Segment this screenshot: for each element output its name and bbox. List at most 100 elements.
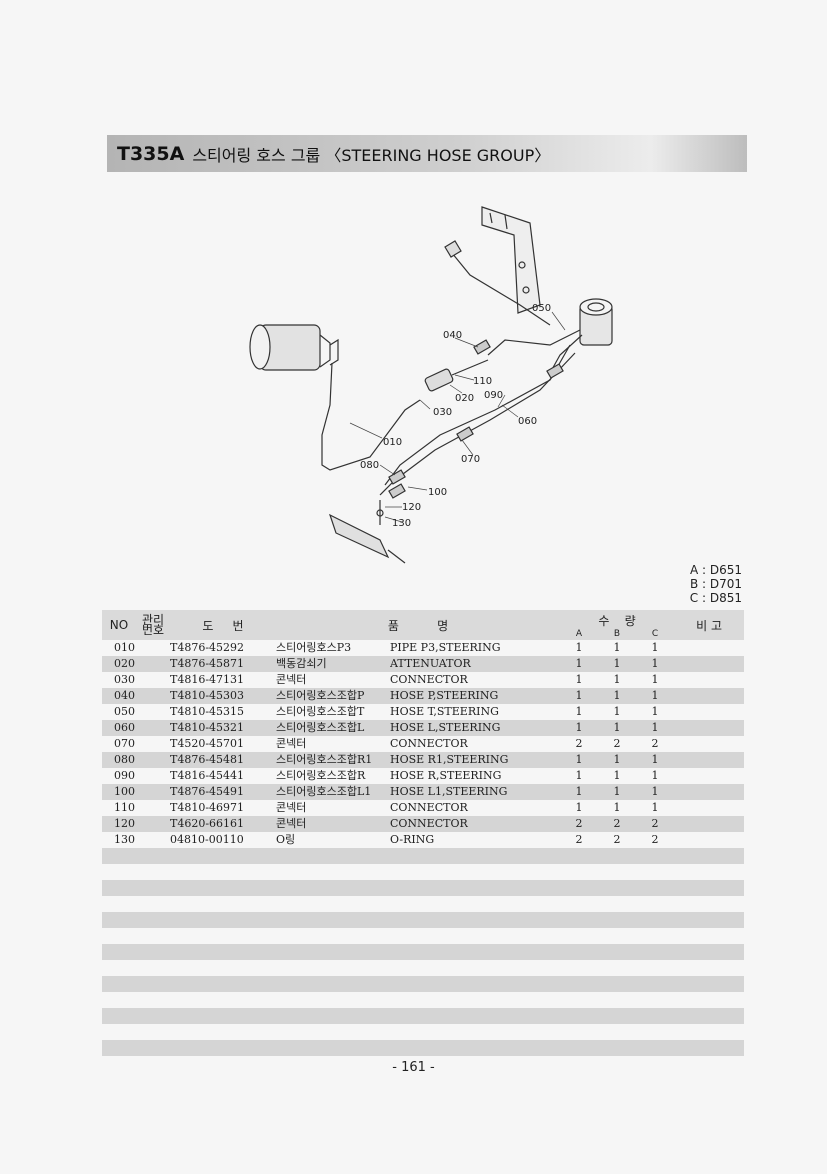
callout-010: 010 — [383, 437, 402, 448]
header-no: NO — [102, 610, 136, 640]
row-no — [102, 864, 136, 880]
row-drawing-no — [170, 896, 276, 912]
row-qty-a — [560, 976, 599, 992]
row-no — [102, 1040, 136, 1056]
row-qty-a — [560, 912, 599, 928]
row-mgmt — [136, 864, 170, 880]
header-part-name: 품 명 — [276, 610, 561, 640]
row-qty-b: 1 — [613, 641, 621, 654]
row-name-en: CONNECTOR — [390, 816, 561, 832]
row-name-en — [390, 880, 561, 896]
row-mgmt — [136, 912, 170, 928]
row-mgmt — [136, 736, 170, 752]
row-remark — [674, 736, 744, 752]
row-name-en: ATTENUATOR — [390, 656, 561, 672]
header-mgmt-no: 관리 번호 — [136, 610, 170, 640]
callout-020: 020 — [455, 393, 474, 404]
row-name-kr: 백동감쇠기 — [276, 656, 390, 672]
row-qty-b: 1 — [598, 752, 637, 768]
row-qty-b: 1 — [598, 720, 637, 736]
callout-030: 030 — [433, 407, 452, 418]
model-a: A : D651 — [689, 563, 742, 577]
row-qty-b — [598, 1008, 637, 1024]
header-remark: 비 고 — [674, 610, 745, 640]
row-qty-a — [560, 880, 599, 896]
row-name-kr — [276, 912, 390, 928]
row-no — [102, 880, 136, 896]
row-remark — [674, 832, 744, 848]
row-qty-a — [560, 960, 598, 976]
row-qty-c — [636, 1024, 674, 1040]
row-name-kr: 스티어링호스조합L — [276, 720, 390, 736]
row-name-kr — [276, 896, 390, 912]
table-row — [102, 1008, 745, 1024]
row-qty-c: 1 — [651, 705, 659, 718]
row-mgmt — [136, 704, 170, 720]
row-mgmt — [136, 928, 170, 944]
row-name-kr — [276, 848, 390, 864]
row-qty-c — [636, 1040, 675, 1056]
row-no: 090 — [114, 769, 135, 782]
row-qty-b — [598, 992, 636, 1008]
row-no: 070 — [114, 737, 135, 750]
row-qty-a: 1 — [575, 641, 583, 654]
row-qty-a: 1 — [575, 769, 583, 782]
callout-070: 070 — [461, 454, 480, 465]
row-no — [102, 944, 136, 960]
row-qty-b — [598, 880, 637, 896]
row-qty-b — [598, 912, 637, 928]
row-drawing-no — [170, 944, 276, 960]
row-name-kr: 콘넥터 — [276, 737, 307, 750]
row-name-en: HOSE L,STEERING — [390, 720, 561, 736]
row-qty-b — [598, 896, 636, 912]
row-qty-b: 1 — [613, 705, 621, 718]
row-qty-a: 1 — [560, 720, 599, 736]
row-name-kr: 스티어링호스조합T — [276, 705, 365, 718]
row-qty-a: 1 — [560, 688, 599, 704]
row-no: 030 — [114, 673, 135, 686]
row-qty-c: 2 — [636, 816, 675, 832]
row-qty-c — [636, 1008, 675, 1024]
row-name-en — [390, 848, 561, 864]
row-name-en: HOSE P,STEERING — [390, 688, 561, 704]
row-no — [102, 960, 136, 976]
callout-100: 100 — [428, 487, 447, 498]
row-mgmt — [136, 752, 170, 768]
row-qty-a: 2 — [560, 816, 599, 832]
row-drawing-no: T4876-45292 — [170, 641, 245, 654]
row-qty-c: 2 — [651, 833, 659, 846]
model-legend: A : D651 B : D701 C : D851 — [640, 563, 742, 605]
row-qty-c: 1 — [636, 752, 675, 768]
row-remark — [674, 944, 745, 960]
row-drawing-no — [170, 992, 276, 1008]
row-no — [102, 912, 136, 928]
row-qty-b — [598, 1024, 636, 1040]
row-no: 100 — [102, 784, 136, 800]
row-name-en — [390, 912, 561, 928]
row-qty-a — [560, 1040, 599, 1056]
row-name-en: O-RING — [390, 833, 435, 846]
row-qty-b: 2 — [613, 833, 621, 846]
row-drawing-no — [170, 864, 276, 880]
row-qty-c — [636, 880, 675, 896]
row-name-en: CONNECTOR — [390, 737, 468, 750]
row-drawing-no — [170, 1008, 276, 1024]
row-name-kr — [276, 976, 390, 992]
row-qty-b — [598, 960, 636, 976]
table-row — [102, 896, 744, 912]
row-name-kr — [276, 992, 390, 1008]
row-remark — [674, 656, 745, 672]
row-mgmt — [136, 688, 170, 704]
row-remark — [674, 640, 744, 656]
row-mgmt — [136, 672, 170, 688]
row-remark — [674, 912, 745, 928]
row-name-kr — [276, 960, 390, 976]
row-mgmt — [136, 960, 170, 976]
row-qty-b: 1 — [598, 784, 637, 800]
row-name-kr — [276, 928, 390, 944]
row-drawing-no: T4810-45303 — [170, 688, 276, 704]
row-no: 020 — [102, 656, 136, 672]
